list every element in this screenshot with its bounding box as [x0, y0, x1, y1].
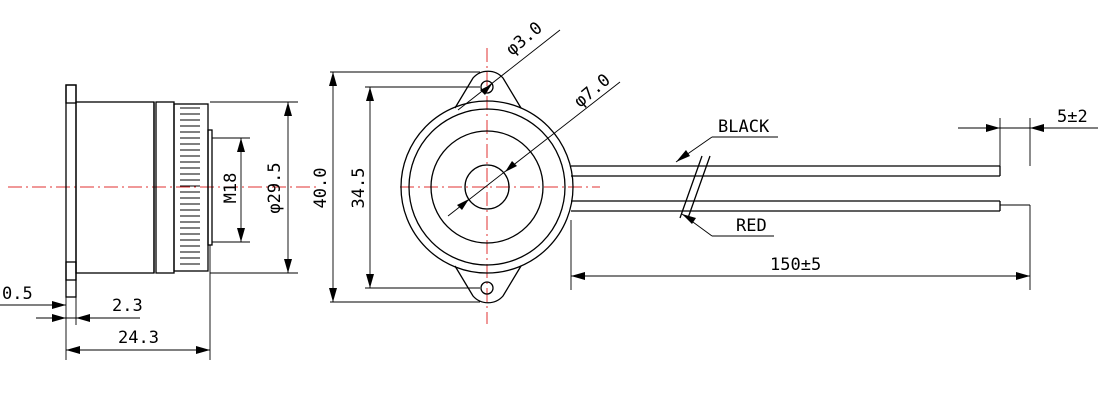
dim-flange-offset-label: 2.3: [112, 296, 143, 316]
mount-hole-top: [480, 80, 494, 94]
lead-wires: BLACK RED 150±5 5±2: [570, 107, 1098, 290]
leader-center-diameter: [447, 81, 621, 217]
body-center-circle: [464, 164, 510, 210]
wire-red-label: RED: [736, 216, 767, 236]
front-flange-top: [454, 70, 522, 109]
dim-hole-spacing-label: 34.5: [349, 168, 369, 209]
side-flange: [65, 84, 77, 298]
dim-lead-length-label: 150±5: [770, 255, 821, 275]
dim-flange-thickness-label: 0.5: [2, 284, 33, 304]
front-flange-bottom: [454, 265, 522, 304]
body-outer-circle: [400, 100, 574, 274]
dim-strip-length-label: 5±2: [1057, 107, 1088, 127]
knurl-pattern: [180, 107, 200, 265]
side-flange-tab-top: [65, 84, 77, 104]
side-view: M18 φ29.5 0.5 2.3 24.3: [0, 84, 298, 360]
dim-total-length-label: 24.3: [118, 328, 159, 348]
side-flange-tab-bottom: [65, 261, 77, 281]
wire-break-mark: [679, 155, 703, 219]
dim-mount-height-label: 40.0: [311, 168, 331, 209]
body-inner-circle: [430, 130, 544, 244]
dim-center-diameter-label: φ7.0: [570, 70, 614, 112]
dim-hole-diameter-label: φ3.0: [502, 18, 546, 60]
leader-hole-diameter: [457, 29, 561, 111]
front-view: 40.0 34.5 φ3.0 φ7.0: [311, 18, 621, 304]
dim-thread-label: M18: [221, 173, 241, 204]
wire-black-label: BLACK: [718, 117, 770, 137]
mount-hole-bottom: [480, 281, 494, 295]
body-ring-circle: [408, 108, 566, 266]
dim-body-diameter-label: φ29.5: [265, 162, 285, 213]
